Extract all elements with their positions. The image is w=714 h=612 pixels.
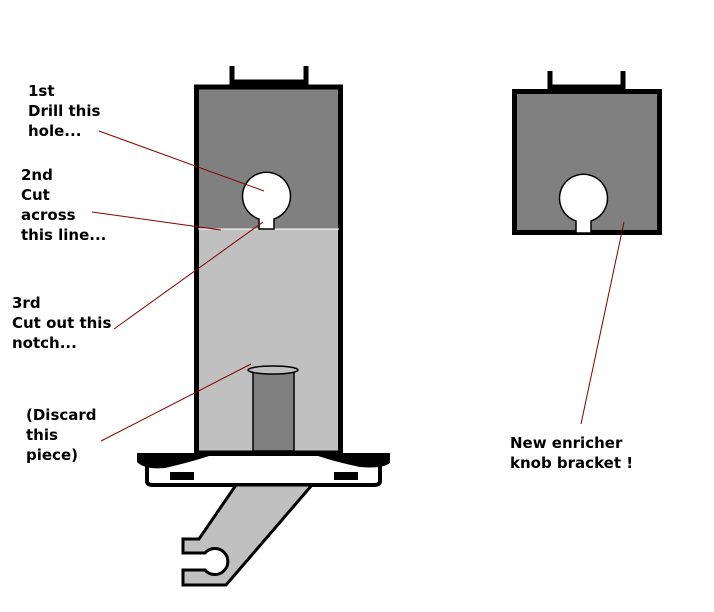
leader-new-bracket [580, 221, 625, 425]
right-top-tabs [547, 71, 626, 92]
leader-step3 [113, 221, 264, 330]
step1-label: 1st Drill this hole... [28, 81, 100, 141]
step3-label: 3rd Cut out this notch... [12, 293, 111, 353]
step2-text: across [21, 206, 76, 224]
base-left-block [170, 472, 194, 480]
step1-text: Drill this [28, 102, 101, 120]
new-bracket-label: New enricher knob bracket ! [510, 433, 633, 473]
new-bracket-hole [558, 173, 609, 234]
step1-text: hole... [28, 122, 82, 140]
discard-text: (Discard [26, 406, 97, 424]
new-bracket-text: knob bracket ! [510, 454, 634, 472]
leader-step2 [91, 211, 222, 231]
step2-text: this line... [21, 226, 107, 244]
carburetor-top-gasket [137, 453, 390, 469]
shaft-top [247, 365, 299, 375]
leader-discard [100, 363, 252, 442]
leader-step1 [98, 130, 265, 192]
shaft [252, 370, 295, 452]
base-right-block [334, 472, 358, 480]
step3-text: Cut out this [12, 314, 112, 332]
step2-label: 2nd Cut across this line... [21, 165, 106, 245]
step3-text: notch... [12, 334, 77, 352]
new-bracket [512, 71, 662, 235]
lever-arm [181, 483, 316, 587]
discard-text: piece) [26, 446, 78, 464]
step3-number: 3rd [12, 294, 41, 312]
step1-number: 1st [28, 82, 55, 100]
drilled-hole [241, 171, 292, 230]
original-bracket [137, 66, 390, 587]
step2-text: Cut [21, 186, 50, 204]
leader-lines [91, 130, 625, 442]
new-bracket-text: New enricher [510, 434, 623, 452]
left-top-tabs [229, 66, 309, 86]
discard-label: (Discard this piece) [26, 405, 97, 465]
discard-text: this [26, 426, 58, 444]
step2-number: 2nd [21, 166, 53, 184]
